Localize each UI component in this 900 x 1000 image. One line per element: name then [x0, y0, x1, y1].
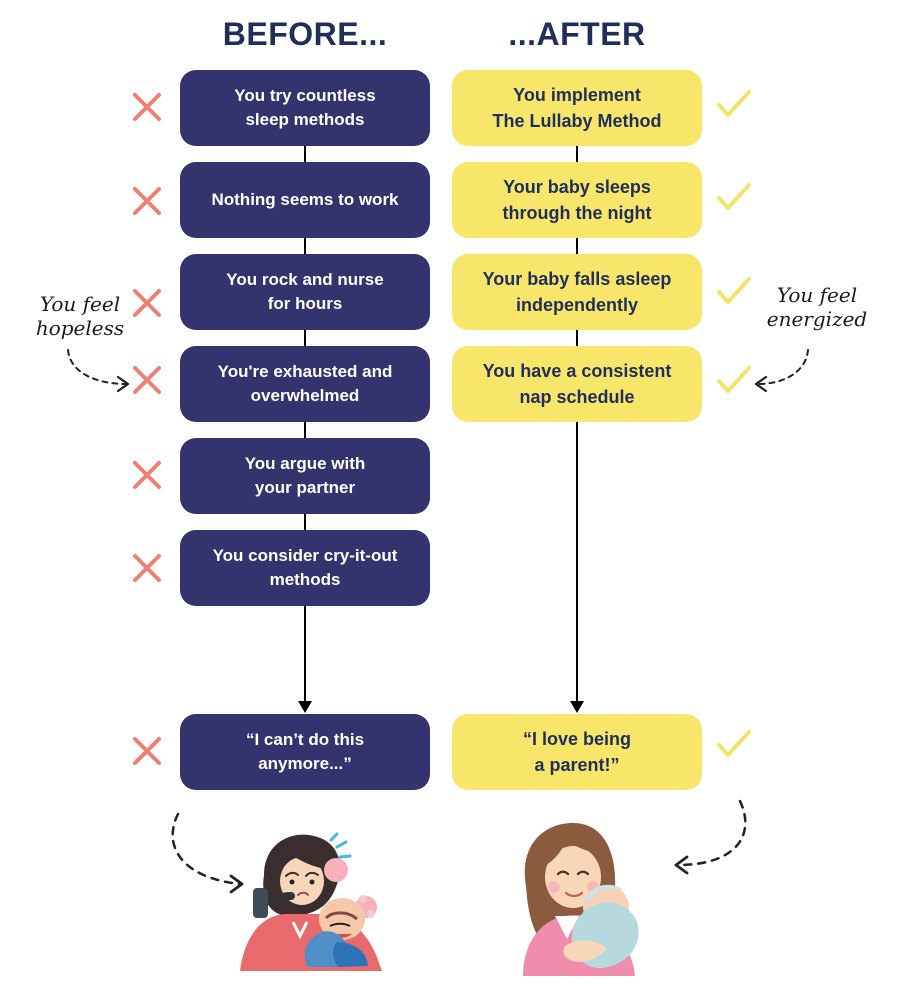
- happy-parent-illustration: [523, 823, 639, 976]
- before-note-arrow-icon: [67, 349, 130, 393]
- cross-icon: [133, 737, 161, 765]
- after-feeling-note: You feel energized: [766, 283, 868, 331]
- check-icon: [717, 183, 751, 210]
- cross-icon: [133, 93, 161, 121]
- check-icon: [717, 366, 751, 393]
- stressed-parent-illustration: [240, 832, 382, 971]
- before-step-3: You rock and nurse for hours: [180, 254, 430, 330]
- before-step-5: You argue with your partner: [180, 438, 430, 514]
- after-connector-line: [576, 145, 578, 703]
- before-step-6: You consider cry-it-out methods: [180, 530, 430, 606]
- cross-icon: [133, 289, 161, 317]
- cross-icon: [133, 366, 161, 394]
- cross-icon: [133, 461, 161, 489]
- cross-icon: [133, 554, 161, 582]
- after-heading: ...AFTER: [508, 16, 646, 52]
- after-step-2: Your baby sleeps through the night: [452, 162, 702, 238]
- after-result: “I love being a parent!”: [452, 714, 702, 790]
- before-arrow-head: [298, 701, 312, 713]
- before-result-arrow-icon: [171, 812, 244, 894]
- before-step-2: Nothing seems to work: [180, 162, 430, 238]
- check-icon: [717, 90, 751, 117]
- before-step-1: You try countless sleep methods: [180, 70, 430, 146]
- after-step-4: You have a consistent nap schedule: [452, 346, 702, 422]
- after-step-3: Your baby falls asleep independently: [452, 254, 702, 330]
- after-note-arrow-icon: [754, 349, 809, 393]
- before-heading: BEFORE...: [222, 16, 388, 52]
- before-connector-line: [304, 145, 306, 703]
- before-result: “I can’t do this anymore...”: [180, 714, 430, 790]
- check-icon: [717, 277, 751, 304]
- cross-icon: [133, 187, 161, 215]
- after-step-1: You implement The Lullaby Method: [452, 70, 702, 146]
- after-result-arrow-icon: [674, 799, 747, 875]
- before-step-4: You're exhausted and overwhelmed: [180, 346, 430, 422]
- before-feeling-note: You feel hopeless: [35, 292, 125, 340]
- check-icon: [717, 730, 751, 757]
- after-arrow-head: [570, 701, 584, 713]
